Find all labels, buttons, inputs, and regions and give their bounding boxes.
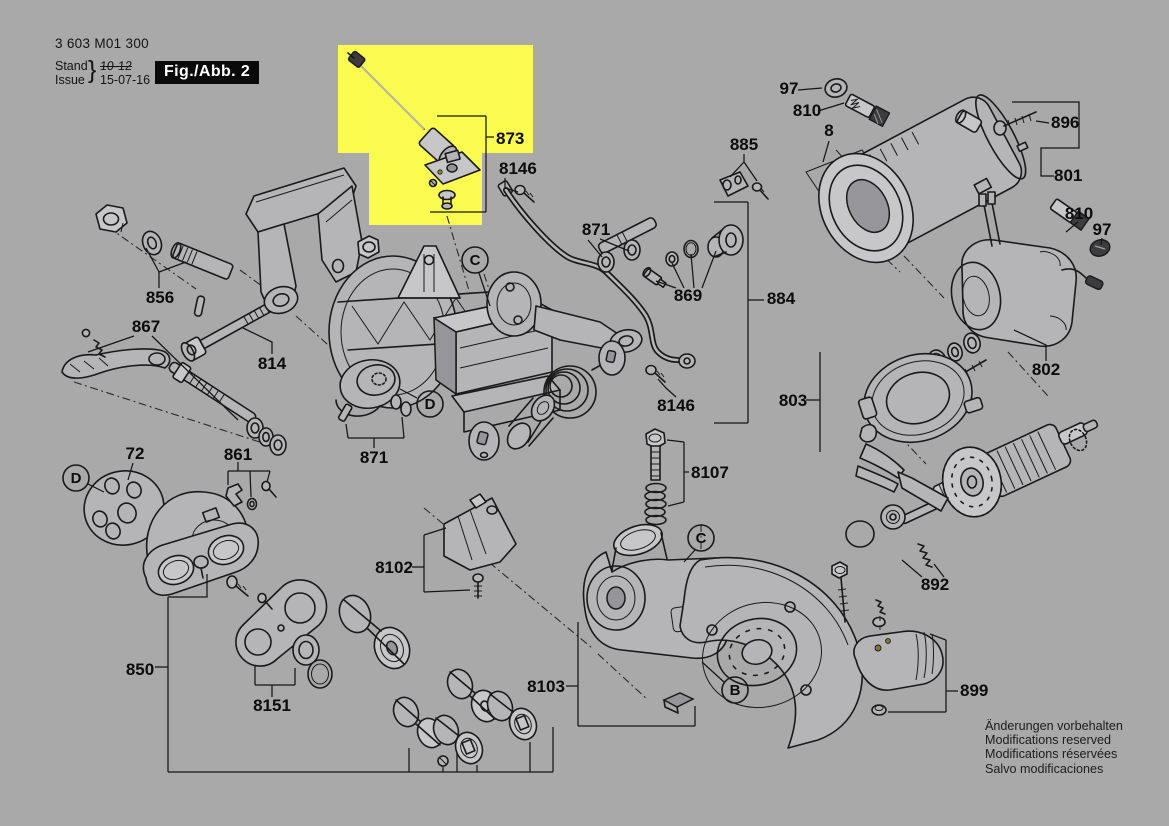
type-number: 3 603 M01 300 xyxy=(55,36,149,51)
part-label-884: 884 xyxy=(767,289,796,308)
pulley-housing-850-drawing xyxy=(142,480,277,597)
part-label-810-2: 810 xyxy=(1065,204,1093,223)
yoke-arm-drawing xyxy=(245,167,380,315)
bearing-cover-803-drawing xyxy=(857,352,984,444)
part-label-869: 869 xyxy=(674,286,702,305)
motor-housing-801-drawing xyxy=(818,94,1111,264)
part-label-8151: 8151 xyxy=(253,696,291,715)
stand-issue-labels: Stand Issue xyxy=(55,59,88,87)
link-plate-8151-drawing xyxy=(235,579,538,767)
part-label-885: 885 xyxy=(730,135,758,154)
part-label-814: 814 xyxy=(258,354,287,373)
lever-867-drawing xyxy=(61,328,287,456)
note-es: Salvo modificaciones xyxy=(985,761,1104,776)
part-label-871: 871 xyxy=(360,448,388,467)
callout-c-1: C xyxy=(470,252,481,269)
armature-892-drawing xyxy=(845,419,1099,568)
part-label-802: 802 xyxy=(1032,360,1060,379)
callout-d-1: D xyxy=(425,396,436,413)
brace-glyph: } xyxy=(88,56,97,84)
flange-disc-72-drawing xyxy=(83,470,165,546)
wedge-8102-drawing xyxy=(443,493,517,599)
part-label-850: 850 xyxy=(126,660,154,679)
spring-roller-871-drawing xyxy=(468,340,626,461)
stator-802-drawing xyxy=(950,191,1104,347)
date-block: 10-12 15-07-16 xyxy=(99,59,151,87)
issue-label: Issue xyxy=(55,73,85,87)
part-label-896: 896 xyxy=(1051,113,1079,132)
part-labels: 856 867 814 72 861 850 8151 871 8102 810… xyxy=(126,79,1112,715)
knob-899-drawing xyxy=(853,599,944,716)
note-de: Änderungen vorbehalten xyxy=(985,719,1123,733)
note-fr: Modifications réservées xyxy=(985,747,1118,762)
part-label-899: 899 xyxy=(960,681,988,700)
callout-d-2: D xyxy=(71,470,82,487)
section-callouts: C D D C B xyxy=(62,246,749,704)
center-gear-housing-drawing xyxy=(328,245,643,433)
callout-c-2: C xyxy=(696,530,707,547)
clamp-885-drawing xyxy=(719,171,769,200)
blade-housing-8103-drawing xyxy=(582,523,863,749)
part-label-861: 861 xyxy=(224,445,252,464)
cable-switch-873-drawing xyxy=(347,50,481,210)
part-label-810: 810 xyxy=(793,101,821,120)
bolt-814-drawing xyxy=(180,301,276,362)
figure-label-box: Fig./Abb. 2 xyxy=(155,61,260,84)
part-label-856: 856 xyxy=(146,288,174,307)
part-label-8103: 8103 xyxy=(527,677,565,696)
part-label-97: 97 xyxy=(780,79,799,98)
part-label-72: 72 xyxy=(126,444,145,463)
part-label-873: 873 xyxy=(496,129,524,148)
part-label-803: 803 xyxy=(779,391,807,410)
modification-notes: Änderungen vorbehalten Modifications res… xyxy=(985,719,1123,776)
part-label-8: 8 xyxy=(824,121,833,140)
part-label-97-2: 97 xyxy=(1093,220,1112,239)
pin-bushings-869-drawing xyxy=(597,217,744,289)
part-label-8146-2: 8146 xyxy=(657,396,695,415)
part-label-801: 801 xyxy=(1054,166,1082,185)
part-label-892: 892 xyxy=(921,575,949,594)
note-en: Modifications reserved xyxy=(985,733,1111,748)
stand-label: Stand xyxy=(55,59,88,73)
part-label-8102: 8102 xyxy=(375,558,413,577)
part-label-867: 867 xyxy=(132,317,160,336)
part-label-8146: 8146 xyxy=(499,159,537,178)
fastener-856-drawing xyxy=(95,204,234,317)
leader-lines xyxy=(87,87,1103,773)
callout-b: B xyxy=(730,682,741,699)
bolt-spring-8107-drawing xyxy=(644,428,667,526)
issue-date: 15-07-16 xyxy=(100,73,151,87)
part-label-871-2: 871 xyxy=(582,220,610,239)
part-label-8107: 8107 xyxy=(691,463,729,482)
